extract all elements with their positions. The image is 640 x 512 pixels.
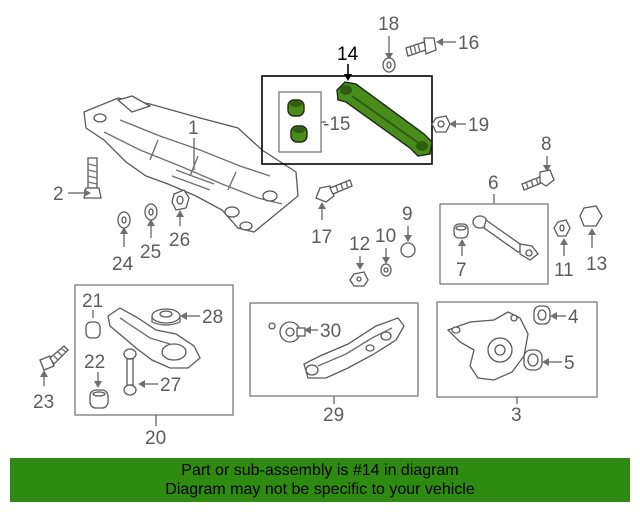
- callout-10[interactable]: 10: [375, 226, 396, 247]
- lateral-link-part-14[interactable]: [336, 81, 433, 157]
- callout-16[interactable]: 16: [458, 33, 479, 54]
- callout-24[interactable]: 24: [112, 254, 134, 275]
- callout-30[interactable]: 30: [320, 321, 341, 342]
- callout-21[interactable]: 21: [82, 291, 103, 312]
- washer-part-9[interactable]: [400, 242, 416, 258]
- callout-4[interactable]: 4: [568, 307, 579, 328]
- callout-25[interactable]: 25: [140, 242, 161, 263]
- toe-link-part-6[interactable]: [472, 215, 539, 261]
- callout-15[interactable]: -15: [323, 114, 350, 135]
- banner-line-2: Diagram may not be specific to your vehi…: [165, 481, 475, 498]
- washer-part-24[interactable]: [117, 211, 131, 229]
- callout-3[interactable]: 3: [511, 405, 522, 426]
- callout-20[interactable]: 20: [145, 428, 166, 449]
- nut-part-26[interactable]: [171, 189, 190, 211]
- callout-19[interactable]: 19: [468, 115, 489, 136]
- knuckle-part-3[interactable]: [446, 311, 529, 381]
- callout-13[interactable]: 13: [586, 254, 607, 275]
- callout-1[interactable]: 1: [188, 118, 199, 139]
- info-banner: Part or sub-assembly is #14 in diagram D…: [10, 458, 630, 502]
- trailing-arm-part-29[interactable]: [303, 317, 405, 379]
- parts-diagram: 1 2 24 25 26 17 18: [33, 14, 607, 449]
- nut-part-12[interactable]: [349, 271, 369, 287]
- bushing-part-5[interactable]: [523, 349, 543, 371]
- bushing-part-30[interactable]: [279, 321, 306, 343]
- callout-8[interactable]: 8: [541, 134, 552, 155]
- callout-26[interactable]: 26: [169, 230, 190, 251]
- callout-14[interactable]: 14: [337, 44, 359, 65]
- banner-line-1: Part or sub-assembly is #14 in diagram: [181, 462, 459, 479]
- callout-27[interactable]: 27: [160, 375, 181, 396]
- callout-29[interactable]: 29: [323, 405, 344, 426]
- toe-link-box-6: [439, 203, 549, 285]
- bolt-part-8[interactable]: [521, 169, 555, 191]
- lower-arm-part-20[interactable]: [107, 307, 201, 369]
- bolt-part-23[interactable]: [39, 345, 69, 371]
- callout-12[interactable]: 12: [349, 234, 370, 255]
- callout-18[interactable]: 18: [378, 14, 399, 35]
- bushing-part-15-upper[interactable]: [287, 99, 305, 117]
- callout-9[interactable]: 9: [402, 204, 413, 225]
- bushing-part-4[interactable]: [533, 305, 551, 325]
- callout-6[interactable]: 6: [488, 173, 499, 194]
- washer-part-25[interactable]: [144, 203, 158, 221]
- bolt-part-16[interactable]: [405, 37, 437, 57]
- callout-5[interactable]: 5: [564, 353, 575, 374]
- bushing-part-15-lower[interactable]: [290, 125, 308, 143]
- callout-28[interactable]: 28: [202, 307, 223, 328]
- lower-arm-box-20: [74, 284, 234, 416]
- washer-part-10[interactable]: [380, 263, 392, 277]
- bushing-part-21[interactable]: [85, 321, 101, 339]
- callout-7[interactable]: 7: [456, 260, 467, 281]
- nut-part-19[interactable]: [431, 115, 451, 133]
- callout-23[interactable]: 23: [33, 392, 54, 413]
- highlight-box-14: [261, 75, 433, 165]
- callout-17[interactable]: 17: [311, 227, 332, 248]
- nut-part-13[interactable]: [579, 205, 603, 227]
- bushing-part-7[interactable]: [453, 223, 469, 239]
- callout-22[interactable]: 22: [84, 352, 105, 373]
- washer-part-18[interactable]: [382, 57, 396, 73]
- callout-11[interactable]: 11: [554, 260, 574, 281]
- subframe-part-1[interactable]: [83, 95, 299, 233]
- mount-part-28[interactable]: [151, 308, 181, 326]
- nut-part-11[interactable]: [553, 219, 571, 237]
- bushing-part-30-pin: [268, 322, 276, 330]
- stabilizer-link-part-27[interactable]: [123, 348, 137, 396]
- bolt-part-17[interactable]: [315, 179, 353, 203]
- bushing-part-22[interactable]: [89, 389, 109, 409]
- callout-2[interactable]: 2: [53, 184, 64, 205]
